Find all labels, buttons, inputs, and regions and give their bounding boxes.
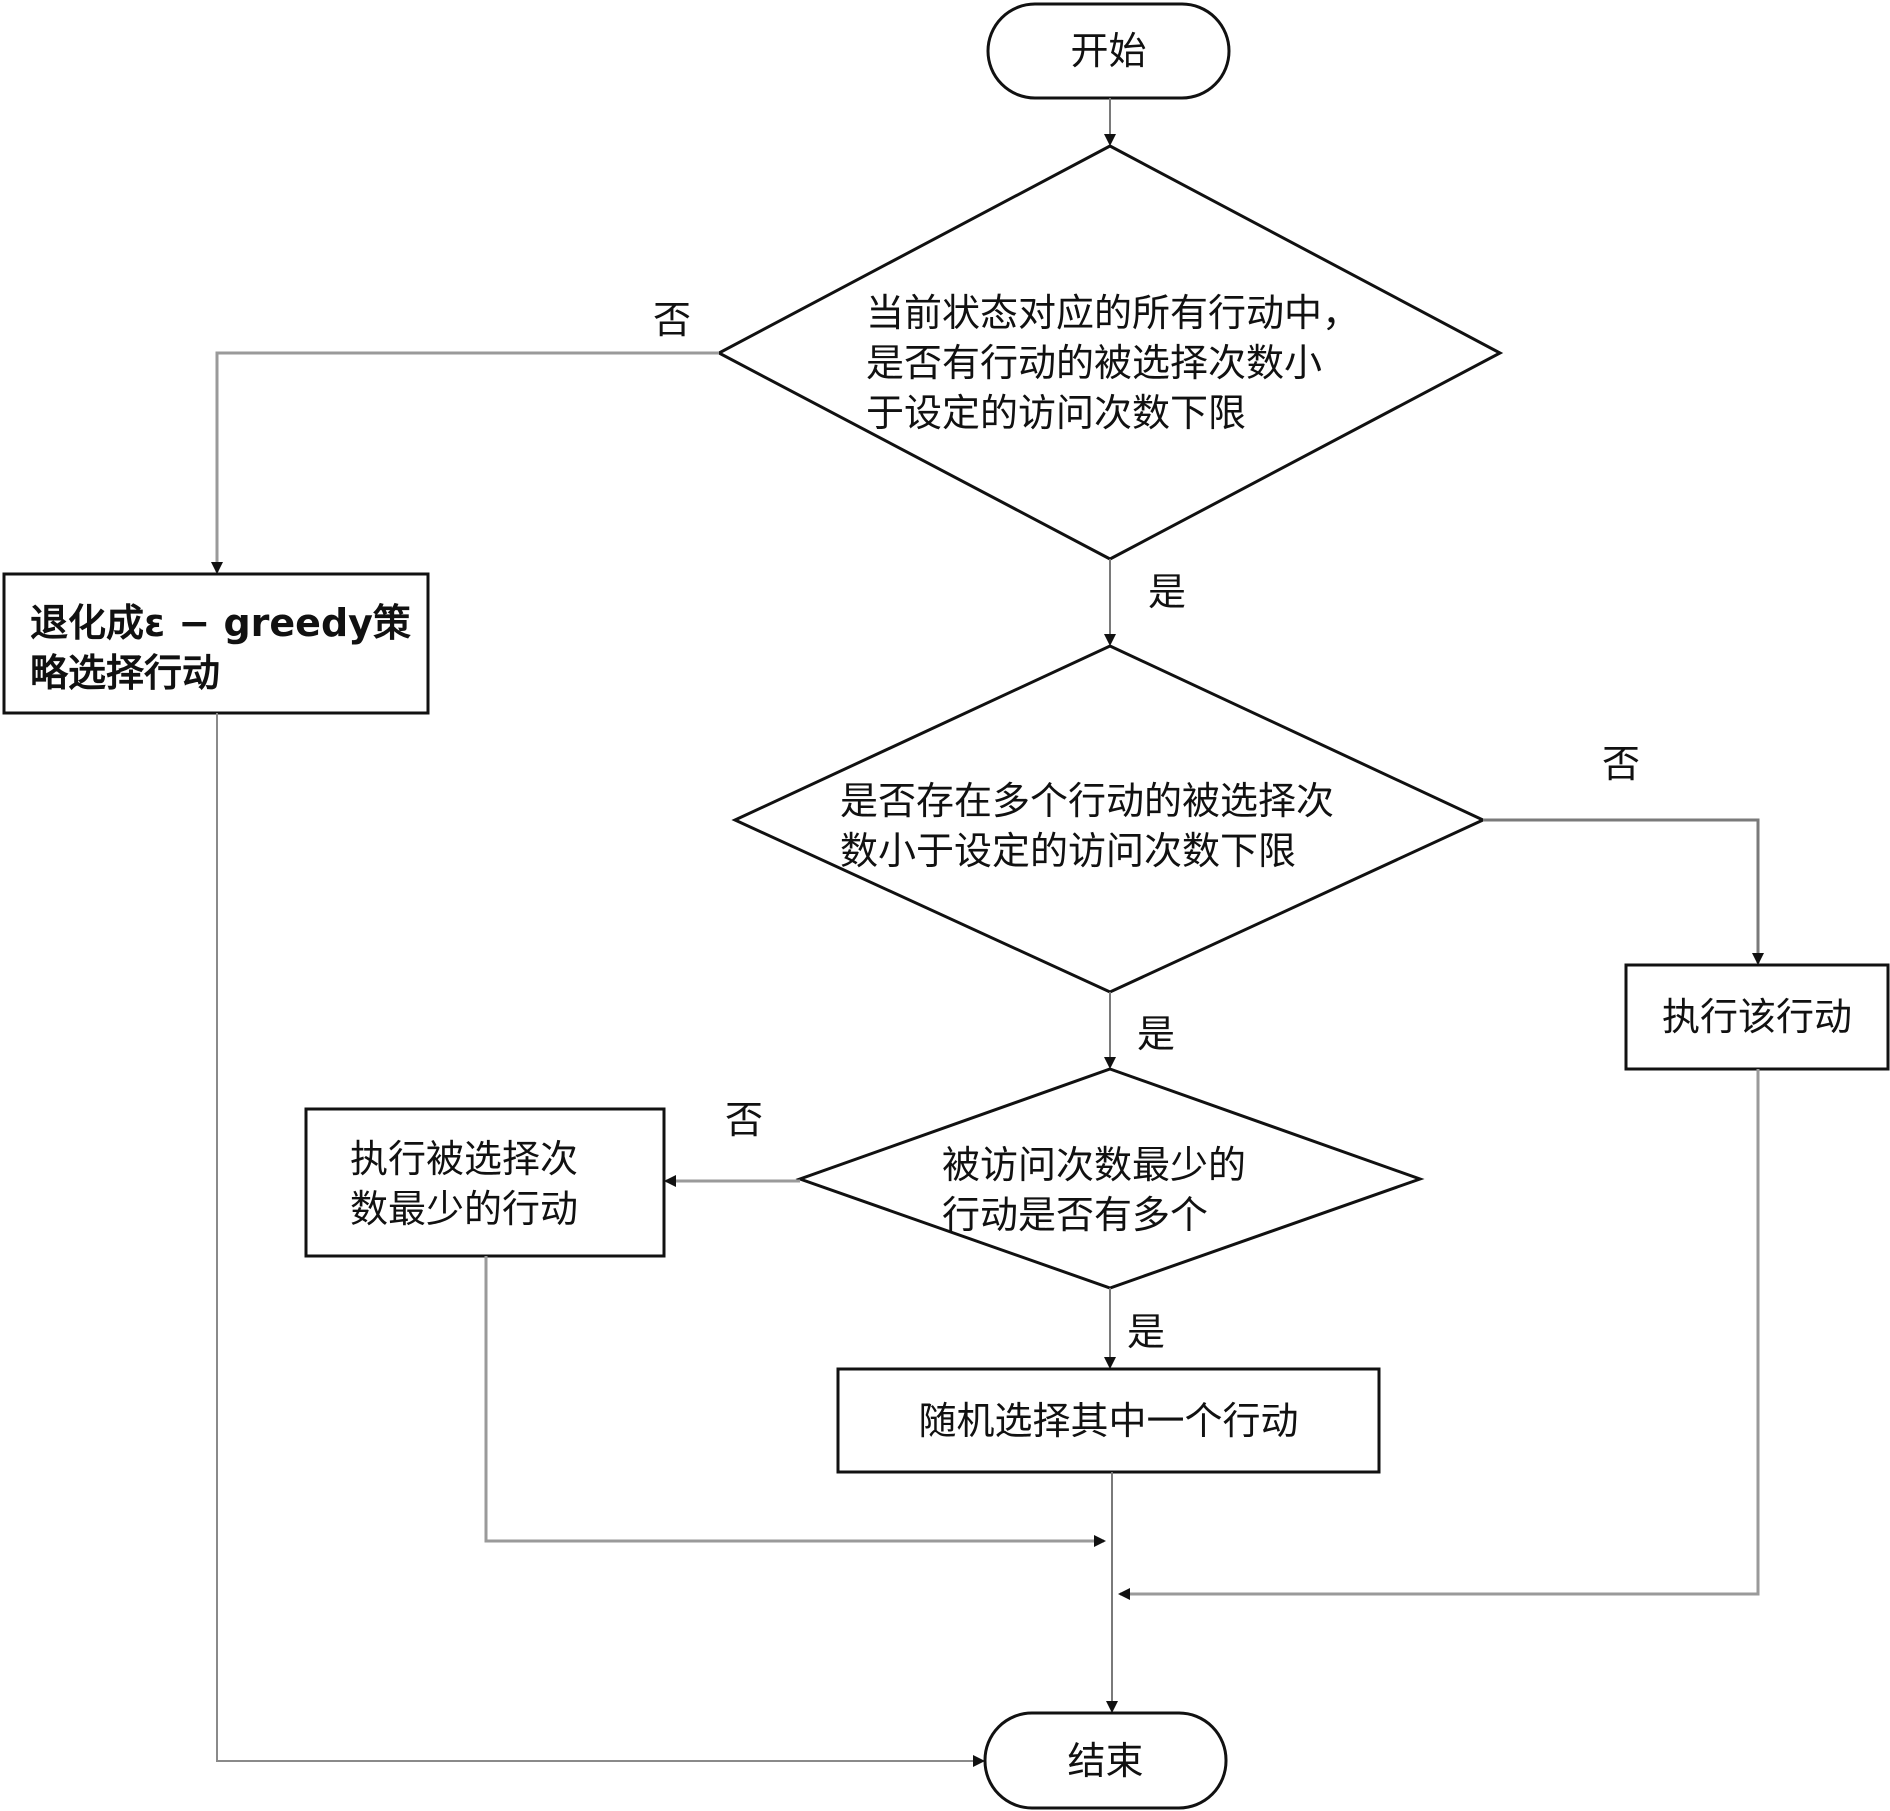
d3-yes-label: 是 (1127, 1310, 1166, 1354)
decision3-line-2: 行动是否有多个 (942, 1193, 1209, 1237)
edge-d1-no (211, 351, 719, 574)
d1-no-label: 否 (653, 298, 692, 342)
d2-no-label: 否 (1602, 742, 1641, 786)
edge-d2-no (1483, 818, 1764, 965)
fallback-text: 退化成ε − greedy策 略选择行动 (30, 598, 411, 698)
random-pick-text: 随机选择其中一个行动 (918, 1399, 1299, 1443)
edge-fallback-end (216, 713, 985, 1767)
decision2-line-1: 是否存在多个行动的被选择次 (840, 779, 1335, 823)
decision1-line-3: 于设定的访问次数下限 (866, 391, 1247, 435)
execute-least-text: 执行被选择次 数最少的行动 (350, 1134, 578, 1234)
random-pick-box (836, 1367, 1381, 1474)
decision3-line-1: 被访问次数最少的 (942, 1143, 1247, 1187)
d1-yes-label: 是 (1148, 570, 1187, 614)
start-label: 开始 (1070, 29, 1147, 73)
decision1-text: 当前状态对应的所有行动中， 是否有行动的被选择次数小 于设定的访问次数下限 (866, 288, 1360, 438)
edge-least-merge (484, 1256, 1106, 1547)
decision3-text: 被访问次数最少的 行动是否有多个 (942, 1140, 1246, 1240)
fallback-box (2, 572, 430, 715)
execute-least-line-1: 执行被选择次 (350, 1137, 579, 1181)
end-label: 结束 (1067, 1739, 1144, 1783)
fallback-line-1: 退化成ε − greedy策 (30, 601, 411, 645)
d2-yes-label: 是 (1137, 1012, 1176, 1056)
end-terminal (983, 1711, 1228, 1810)
d3-no-label: 否 (725, 1098, 764, 1142)
execute-that-text: 执行该行动 (1661, 995, 1852, 1039)
execute-least-line-2: 数最少的行动 (350, 1187, 579, 1231)
decision1-line-1: 当前状态对应的所有行动中， (866, 291, 1361, 335)
decision2-line-2: 数小于设定的访问次数下限 (840, 829, 1297, 873)
decision2-text: 是否存在多个行动的被选择次 数小于设定的访问次数下限 (840, 776, 1334, 876)
fallback-line-2: 略选择行动 (30, 651, 221, 695)
execute-that-box (1624, 963, 1890, 1071)
start-terminal (986, 2, 1231, 100)
decision1-line-2: 是否有行动的被选择次数小 (866, 341, 1323, 385)
edge-that-merge (1118, 1069, 1760, 1600)
